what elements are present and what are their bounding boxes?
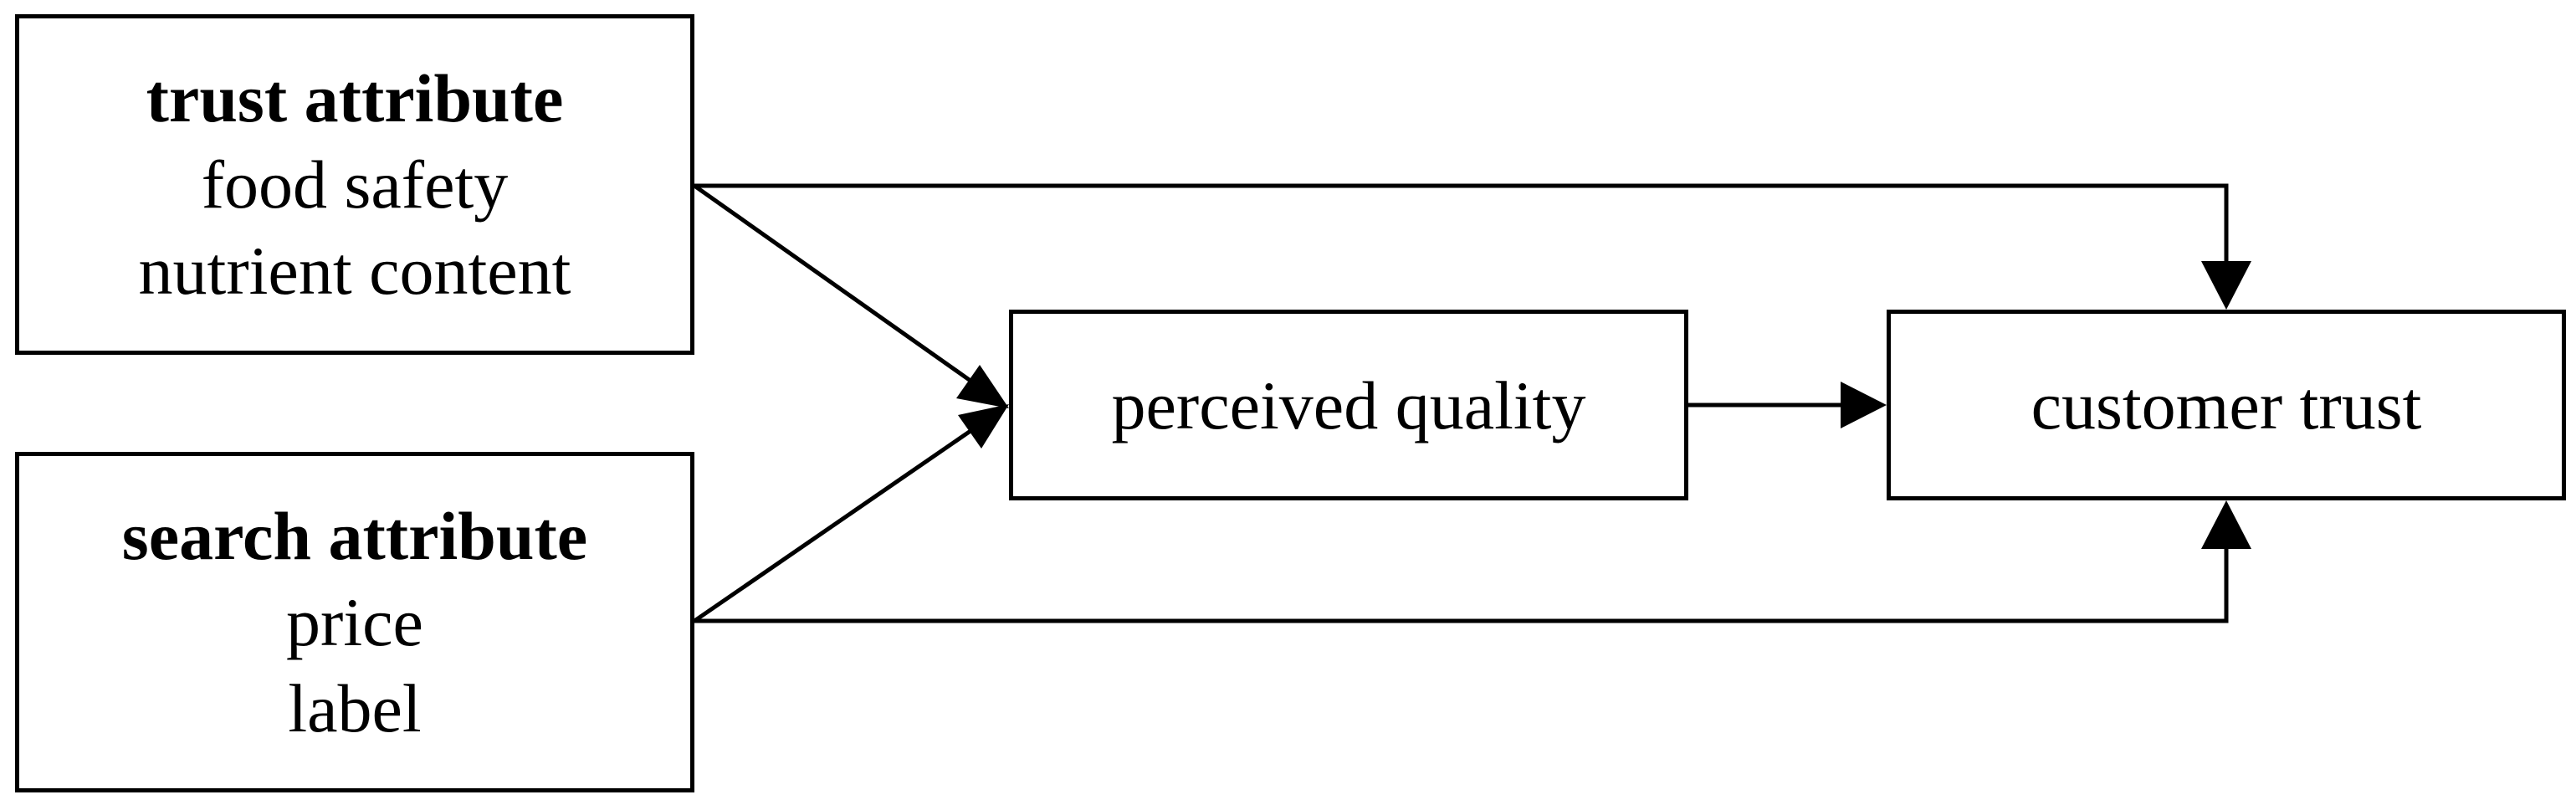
perceived-quality-box: perceived quality <box>1009 310 1688 500</box>
arrowhead-search-to-quality <box>958 404 1009 449</box>
arrowhead-trust-to-quality <box>956 365 1009 408</box>
trust-attribute-box: trust attribute food safety nutrient con… <box>15 14 694 355</box>
customer-trust-box: customer trust <box>1887 310 2566 500</box>
trust-attribute-item-nutrient-content: nutrient content <box>138 233 571 309</box>
perceived-quality-label: perceived quality <box>1111 367 1586 444</box>
arrowhead-trust-to-customer <box>2201 261 2251 310</box>
edge-search-to-quality <box>693 428 972 623</box>
edge-search-to-customer <box>694 549 2229 623</box>
search-attribute-box: search attribute price label <box>15 452 694 792</box>
search-attribute-item-label: label <box>288 670 422 746</box>
edge-trust-to-customer <box>694 183 2229 261</box>
arrowhead-quality-to-customer <box>1841 382 1887 428</box>
customer-trust-label: customer trust <box>2031 367 2422 444</box>
edge-trust-to-quality <box>693 183 972 383</box>
search-attribute-heading: search attribute <box>121 498 588 574</box>
trust-attribute-item-food-safety: food safety <box>201 146 509 223</box>
arrowhead-search-to-customer <box>2201 500 2251 549</box>
search-attribute-item-price: price <box>286 584 423 660</box>
trust-attribute-heading: trust attribute <box>146 60 564 136</box>
